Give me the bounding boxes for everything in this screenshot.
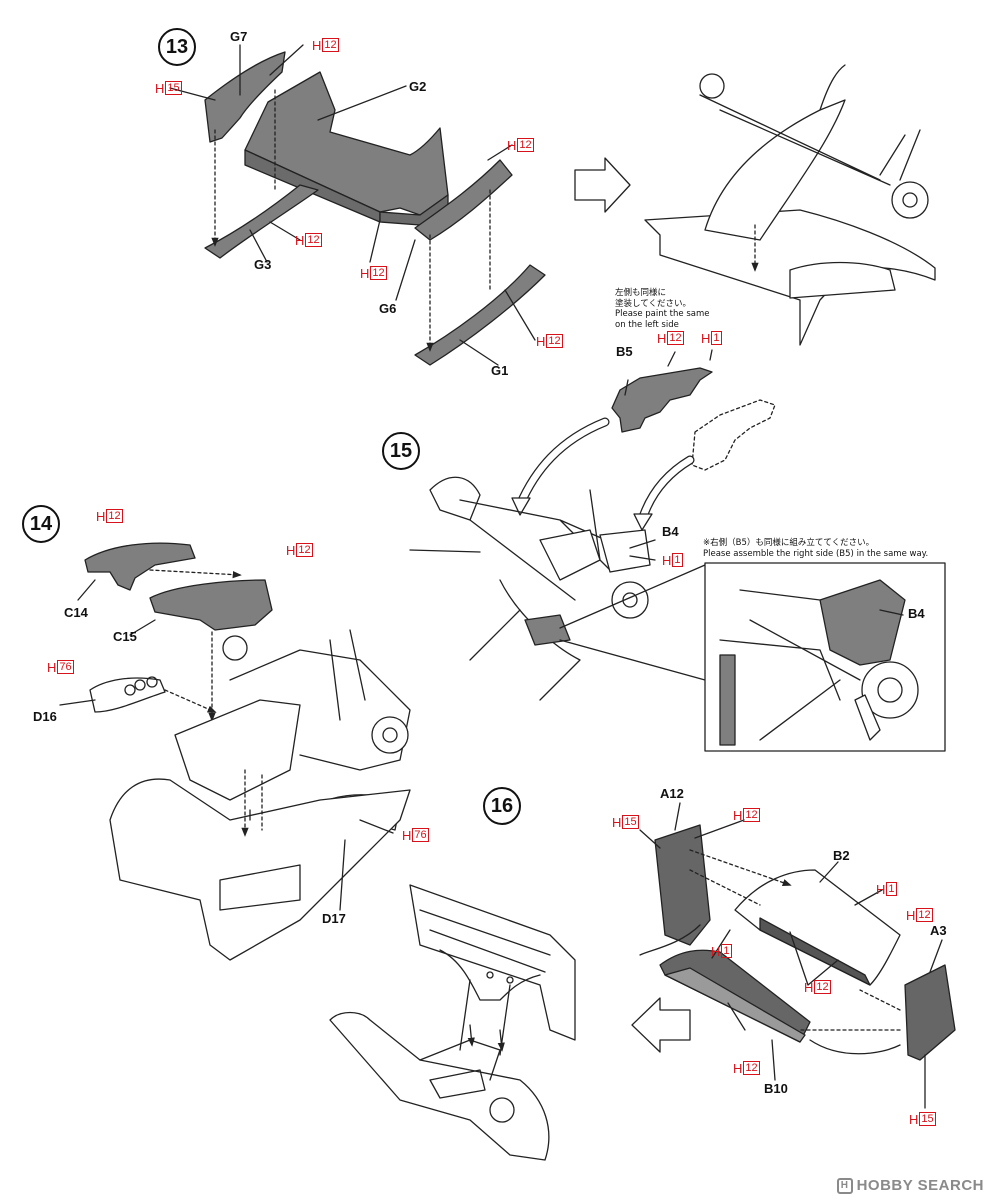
note-left-side: 左側も同様に 塗装してください。 Please paint the same o…: [615, 288, 709, 331]
hobby-search-name: HOBBY SEARCH: [856, 1177, 984, 1194]
part-g6: [414, 159, 513, 241]
step13-arrow: [574, 157, 631, 213]
detail-box: [704, 562, 946, 752]
note-right-side-en: Please assemble the right side (B5) in t…: [703, 548, 929, 559]
part-label-a3: A3: [930, 923, 947, 938]
hobby-search-watermark: H HOBBY SEARCH: [836, 1177, 984, 1194]
part-label-b4: B4: [662, 524, 679, 539]
note-right-side: ※右側（B5）も同様に組み立ててください。 Please assemble th…: [703, 538, 928, 559]
part-label-b5: B5: [616, 344, 633, 359]
note-left-side-en-line2: on the left side: [615, 319, 679, 330]
part-label-g1: G1: [491, 363, 509, 378]
part-label-g2: G2: [409, 79, 427, 94]
part-label-b2: B2: [833, 848, 850, 863]
assembled-nose: [644, 64, 936, 346]
part-label-b10: B10: [764, 1081, 788, 1096]
part-a3: [904, 964, 956, 1061]
part-label-g3: G3: [254, 257, 272, 272]
part-label-a12: A12: [660, 786, 684, 801]
note-left-side-jp-line1: 左側も同様に: [615, 288, 667, 298]
part-label-d17: D17: [322, 911, 346, 926]
front-wing-exploded: [169, 44, 546, 366]
part-g2: [244, 71, 449, 216]
step16-arrow: [631, 997, 691, 1053]
part-label-b4-detail: B4: [908, 606, 925, 621]
part-b5: [611, 367, 713, 433]
part-g1: [414, 264, 546, 366]
note-right-side-jp: ※右側（B5）も同様に組み立ててください。: [703, 538, 875, 548]
part-label-d16: D16: [33, 709, 57, 724]
rear-wing-exploded: [329, 802, 956, 1161]
note-left-side-en-line1: Please paint the same: [615, 309, 710, 320]
part-g7: [204, 51, 286, 143]
hobby-search-logo-icon: H: [836, 1177, 853, 1194]
note-left-side-jp-line2: 塗装してください。: [615, 298, 691, 309]
part-b2: [734, 869, 901, 986]
part-label-g6: G6: [379, 301, 397, 316]
part-c15: [149, 579, 273, 631]
part-a12: [654, 824, 711, 946]
part-label-c14: C14: [64, 605, 88, 620]
part-label-c15: C15: [113, 629, 137, 644]
step-number-13: 13: [158, 28, 196, 66]
rear-suspension: [409, 349, 946, 752]
engine-cover-exploded: [59, 542, 411, 961]
part-g3: [204, 184, 319, 259]
step-number-16: 16: [483, 787, 521, 825]
part-c14: [84, 542, 196, 591]
step-number-15: 15: [382, 432, 420, 470]
step-number-14: 14: [22, 505, 60, 543]
part-label-g7: G7: [230, 29, 248, 44]
